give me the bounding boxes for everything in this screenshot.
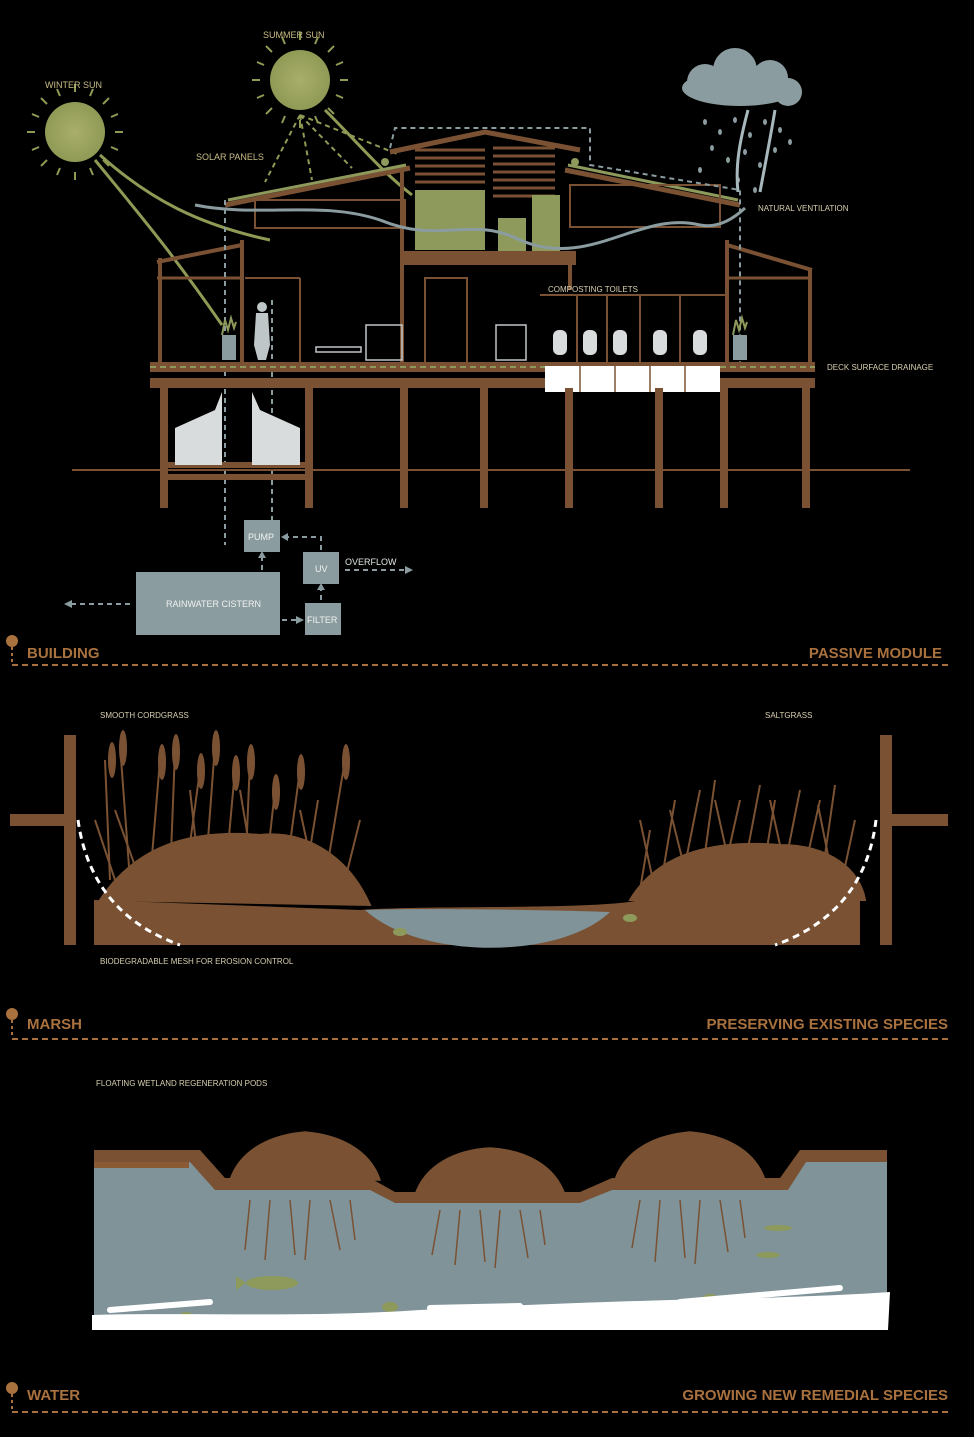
- water-rim: [94, 1150, 887, 1203]
- fish-icons: [178, 1225, 792, 1322]
- rain-flow-arrows: [735, 109, 777, 193]
- pod-roots: [244, 1199, 746, 1269]
- cordgrass-seedheads: [108, 730, 350, 810]
- marsh-title: MARSH: [27, 1016, 82, 1033]
- uv-box: [303, 552, 339, 584]
- building-section-header: BUILDING PASSIVE MODULE: [6, 635, 948, 666]
- mesh-label: BIODEGRADABLE MESH FOR EROSION CONTROL: [100, 957, 294, 966]
- person-figure-icon: [254, 302, 270, 360]
- water-system: RAINWATER CISTERN PUMP UV FILTER OVERFLO…: [64, 520, 413, 635]
- toilets-icon: [553, 330, 707, 355]
- rainwater-path: [389, 127, 741, 365]
- uv-label: UV: [315, 564, 328, 574]
- growing-species-title: GROWING NEW REMEDIAL SPECIES: [682, 1387, 948, 1404]
- water-section-header: WATER GROWING NEW REMEDIAL SPECIES: [6, 1382, 948, 1413]
- cistern-tanks: [175, 392, 300, 465]
- deck-drainage-label: DECK SURFACE DRAINAGE: [827, 363, 933, 372]
- water-title: WATER: [27, 1387, 80, 1404]
- summer-sun-label: SUMMER SUN: [263, 30, 325, 40]
- building-title: BUILDING: [27, 645, 100, 662]
- pods-label: FLOATING WETLAND REGENERATION PODS: [96, 1079, 267, 1088]
- building-frame: [156, 170, 813, 364]
- cordgrass-label: SMOOTH CORDGRASS: [100, 711, 189, 720]
- pump-label: PUMP: [248, 532, 274, 542]
- crab-icons: [393, 914, 637, 936]
- composting-toilets-label: COMPOSTING TOILETS: [548, 285, 638, 294]
- piles: [160, 388, 810, 508]
- overflow-label: OVERFLOW: [345, 557, 397, 567]
- driftwood: [107, 1285, 843, 1313]
- passive-module-title: PASSIVE MODULE: [809, 645, 942, 662]
- furniture: [315, 324, 527, 361]
- ventilation-flow: [194, 203, 747, 251]
- cistern-box: [136, 572, 280, 635]
- rain-drops-icon: [698, 117, 792, 193]
- winter-sun-label: WINTER SUN: [45, 80, 102, 90]
- deck: [150, 362, 815, 392]
- pump-box: [244, 520, 280, 552]
- cistern-label: RAINWATER CISTERN: [166, 599, 261, 609]
- winter-sun-beams: [93, 153, 271, 326]
- filter-label: FILTER: [307, 615, 338, 625]
- pod-grass: [228, 1131, 767, 1196]
- building-roof: [224, 129, 741, 208]
- preserving-species-title: PRESERVING EXISTING SPECIES: [707, 1016, 948, 1033]
- solar-panels-label: SOLAR PANELS: [196, 152, 264, 162]
- marsh-section: SMOOTH CORDGRASS SALTGRASS: [6, 711, 948, 1040]
- clerestory-panels: [254, 146, 721, 229]
- green-roof: [227, 163, 739, 202]
- solar-rays: [264, 114, 401, 183]
- building-section: WINTER SUN SUMMER SUN SOLAR PANELS: [6, 30, 948, 666]
- summer-sun-icon: [252, 32, 348, 128]
- saltgrass-clump: [628, 779, 867, 901]
- winter-sun-icon: [27, 84, 123, 180]
- saltgrass-label: SALTGRASS: [765, 711, 812, 720]
- marsh-channel-water: [365, 909, 610, 948]
- erosion-mesh: [76, 819, 878, 947]
- water-tanks: [415, 190, 560, 253]
- natural-ventilation-label: NATURAL VENTILATION: [758, 204, 849, 213]
- cordgrass-clump: [94, 744, 372, 907]
- filter-box: [305, 603, 341, 635]
- rain-cloud-icon: [682, 48, 802, 106]
- water-section: FLOATING WETLAND REGENERATION PODS: [6, 1079, 948, 1413]
- marsh-section-header: MARSH PRESERVING EXISTING SPECIES: [6, 1008, 948, 1040]
